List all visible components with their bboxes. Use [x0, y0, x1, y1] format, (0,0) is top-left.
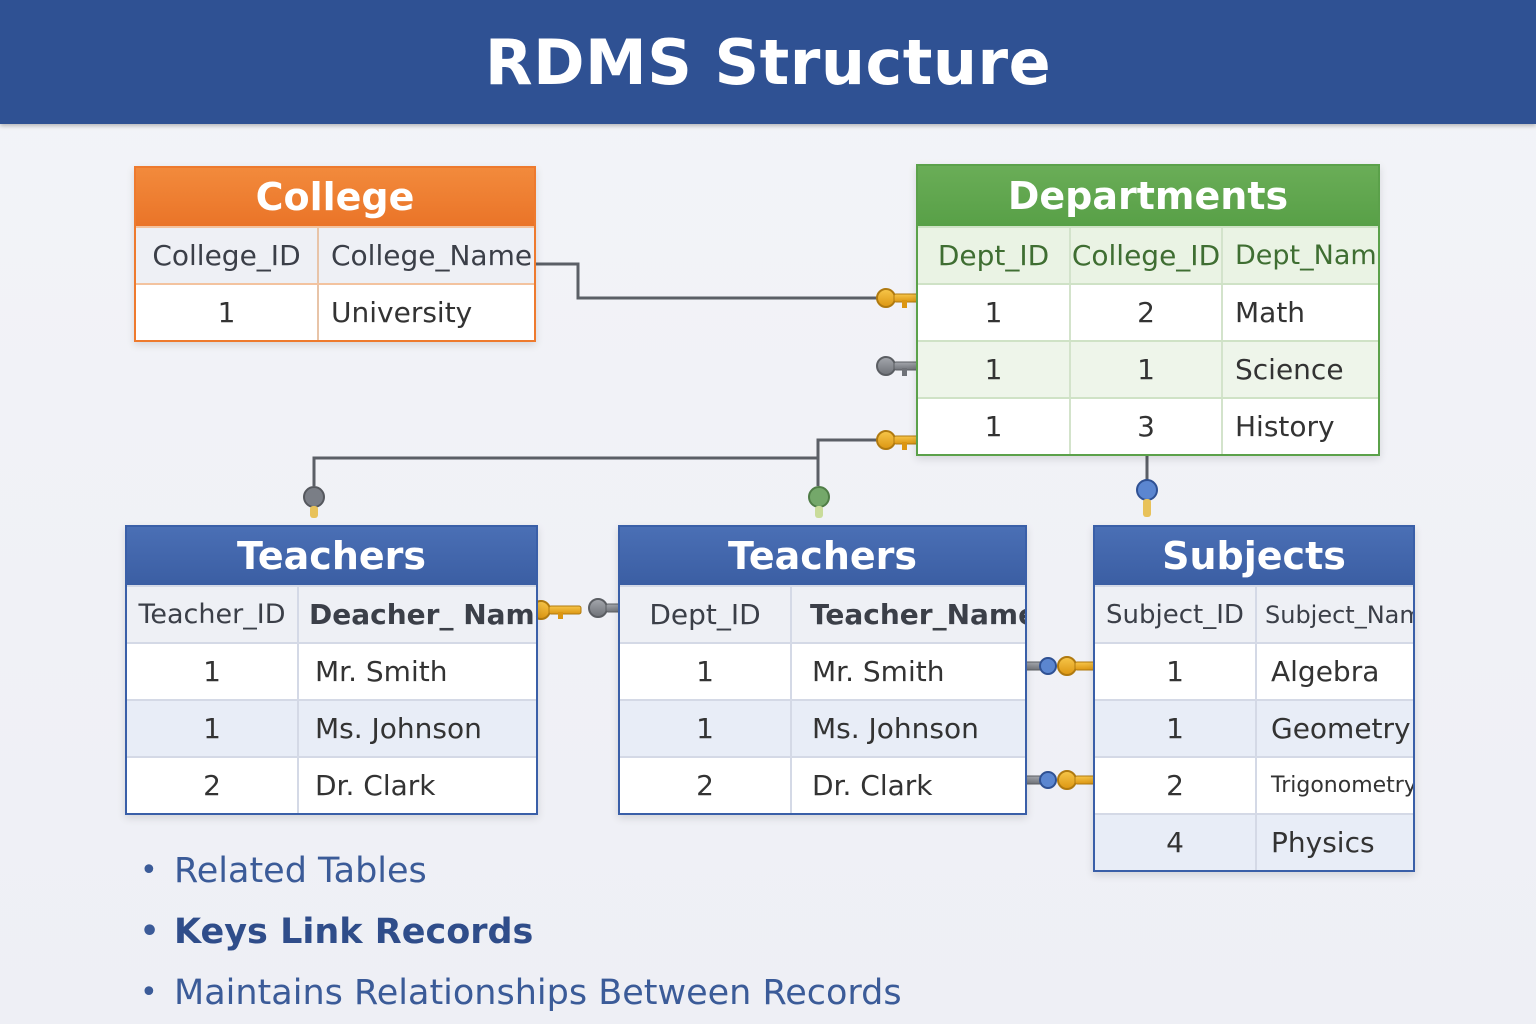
table-cell: 1	[127, 644, 297, 699]
table-cell: 2	[1069, 285, 1221, 340]
column-header: College_ID	[1069, 228, 1221, 283]
bullet-dot: •	[140, 853, 158, 888]
column-header: Deacher_ Name	[297, 587, 536, 642]
table-cell: Algebra	[1255, 644, 1413, 699]
table-title: Teachers	[127, 527, 536, 585]
bullet-dot: •	[140, 914, 160, 949]
table-row: 1 3 History	[918, 397, 1378, 454]
table-header-row: Teacher_ID Deacher_ Name	[127, 585, 536, 642]
table-header-row: College_ID College_Name	[136, 226, 534, 283]
table-header-row: Dept_ID Teacher_Name	[620, 585, 1025, 642]
table-cell: 1	[620, 644, 790, 699]
table-header-row: Dept_ID College_ID Dept_Name	[918, 226, 1378, 283]
table-cell: Dr. Clark	[790, 758, 1025, 813]
column-header: Subject_ID	[1095, 587, 1255, 642]
teachers-table-right: Teachers Dept_ID Teacher_Name 1 Mr. Smit…	[618, 525, 1027, 815]
pin-icon	[808, 486, 830, 518]
table-title: Subjects	[1095, 527, 1413, 585]
table-row: 1 2 Math	[918, 283, 1378, 340]
table-cell: Geometry	[1255, 701, 1413, 756]
bullet-list: • Related Tables • Keys Link Records • M…	[140, 840, 1040, 1023]
table-cell: Physics	[1255, 815, 1413, 870]
table-header-row: Subject_ID Subject_Name	[1095, 585, 1413, 642]
table-row: 1 1 Science	[918, 340, 1378, 397]
bullet-item: • Keys Link Records	[140, 901, 1040, 962]
pin-icon	[303, 486, 325, 518]
table-cell: 3	[1069, 399, 1221, 454]
column-header: Dept_Name	[1221, 228, 1378, 283]
table-cell: 1	[136, 285, 317, 340]
table-cell: 1	[620, 701, 790, 756]
table-cell: 1	[918, 285, 1069, 340]
link-college-departments	[536, 262, 882, 300]
table-cell: Mr. Smith	[297, 644, 536, 699]
table-cell: History	[1221, 399, 1378, 454]
college-table: College College_ID College_Name 1 Univer…	[134, 166, 536, 342]
table-row: 1 Mr. Smith	[127, 642, 536, 699]
table-title: College	[136, 168, 534, 226]
table-row: 1 Geometry	[1095, 699, 1413, 756]
column-header: Teacher_Name	[790, 587, 1025, 642]
column-header: Teacher_ID	[127, 587, 297, 642]
table-row: 2 Dr. Clark	[127, 756, 536, 813]
table-cell: Mr. Smith	[790, 644, 1025, 699]
page-title: RDMS Structure	[0, 0, 1536, 124]
table-cell: Trigonometry	[1255, 758, 1413, 813]
table-cell: 1	[918, 399, 1069, 454]
table-row: 4 Physics	[1095, 813, 1413, 870]
bullet-item: • Maintains Relationships Between Record…	[140, 962, 1040, 1023]
bullet-text: Maintains Relationships Between Records	[174, 972, 902, 1013]
table-cell: 1	[1095, 644, 1255, 699]
table-cell: Ms. Johnson	[297, 701, 536, 756]
link-departments-teachers	[312, 438, 882, 486]
key-icon	[531, 600, 582, 620]
departments-table: Departments Dept_ID College_ID Dept_Name…	[916, 164, 1380, 456]
table-cell: Ms. Johnson	[790, 701, 1025, 756]
bullet-item: • Related Tables	[140, 840, 1040, 901]
table-cell: 1	[1095, 701, 1255, 756]
bullet-text: Keys Link Records	[174, 911, 534, 952]
table-cell: 2	[1095, 758, 1255, 813]
column-header: College_Name	[317, 228, 534, 283]
column-header: College_ID	[136, 228, 317, 283]
column-header: Subject_Name	[1255, 587, 1413, 642]
column-header: Dept_ID	[620, 587, 790, 642]
table-cell: Science	[1221, 342, 1378, 397]
bullet-dot: •	[140, 975, 158, 1010]
table-row: 1 Mr. Smith	[620, 642, 1025, 699]
table-row: 2 Dr. Clark	[620, 756, 1025, 813]
table-row: 1 University	[136, 283, 534, 340]
table-title: Teachers	[620, 527, 1025, 585]
bullet-text: Related Tables	[174, 850, 427, 891]
table-cell: Dr. Clark	[297, 758, 536, 813]
table-cell: 1	[127, 701, 297, 756]
table-cell: 1	[1069, 342, 1221, 397]
table-cell: 2	[620, 758, 790, 813]
table-cell: University	[317, 285, 534, 340]
table-row: 2 Trigonometry	[1095, 756, 1413, 813]
subjects-table: Subjects Subject_ID Subject_Name 1 Algeb…	[1093, 525, 1415, 872]
table-row: 1 Ms. Johnson	[620, 699, 1025, 756]
column-header: Dept_ID	[918, 228, 1069, 283]
table-cell: 2	[127, 758, 297, 813]
table-title: Departments	[918, 166, 1378, 226]
table-row: 1 Algebra	[1095, 642, 1413, 699]
teachers-table-left: Teachers Teacher_ID Deacher_ Name 1 Mr. …	[125, 525, 538, 815]
table-cell: 4	[1095, 815, 1255, 870]
table-cell: 1	[918, 342, 1069, 397]
pin-icon	[1136, 479, 1158, 517]
table-row: 1 Ms. Johnson	[127, 699, 536, 756]
table-cell: Math	[1221, 285, 1378, 340]
